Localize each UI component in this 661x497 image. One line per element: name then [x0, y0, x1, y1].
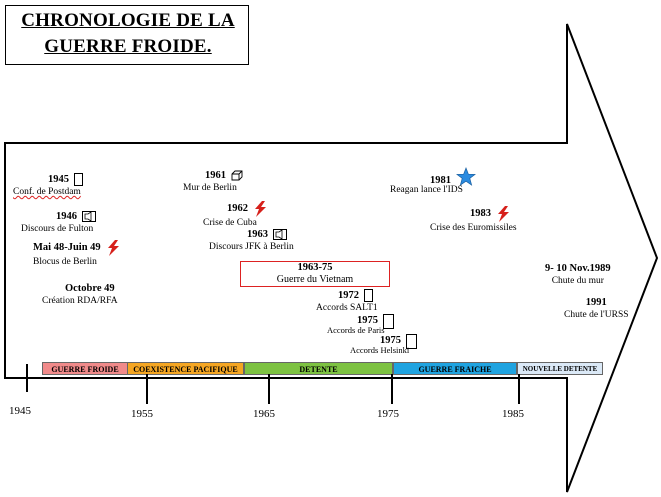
event-label: Mur de Berlin	[183, 183, 237, 193]
event-year: 1983	[470, 208, 491, 220]
star-icon	[456, 167, 477, 187]
axis-year-label: 1965	[253, 408, 275, 420]
axis-tick	[518, 374, 520, 404]
lightning-icon	[498, 206, 510, 222]
event-label: Chute de l'URSS	[564, 310, 629, 320]
event-label: Accords SALT1	[316, 303, 378, 313]
event-1991: 1991 Chute de l'URSS	[564, 297, 629, 321]
event-year: 1962	[227, 203, 248, 215]
event-year: 1945	[48, 173, 69, 185]
event-1981: 1981 Reagan lance l'IDS	[390, 167, 477, 196]
event-year: 1972	[338, 289, 359, 301]
event-1949: Octobre 49 Création RDA/RFA	[42, 283, 118, 307]
event-year: 1963-75	[297, 262, 333, 273]
event-1961: 1961 Mur de Berlin	[183, 170, 243, 194]
event-1989: 9- 10 Nov.1989 Chute du mur	[545, 263, 611, 287]
event-year: 1975	[380, 335, 401, 347]
event-label: Guerre du Vietnam	[276, 274, 354, 285]
axis-year-label: 1945	[9, 405, 31, 417]
event-label: Reagan lance l'IDS	[390, 185, 463, 195]
period-detente: DETENTE	[244, 362, 393, 375]
event-label: Chute du mur	[551, 276, 604, 286]
event-label: Accords Helsinki	[350, 345, 410, 355]
document-icon	[364, 289, 374, 302]
title-line-1: CHRONOLOGIE DE LA	[21, 10, 235, 31]
event-1983: 1983 Crise des Euromissiles	[430, 206, 517, 234]
event-1972: 1972 Accords SALT1	[316, 289, 378, 314]
event-year: 1961	[205, 170, 226, 181]
period-coexistence-pacifique: COEXISTENCE PACIFIQUE	[127, 362, 244, 375]
speech-icon	[273, 229, 288, 241]
event-label: Crise des Euromissiles	[430, 223, 517, 233]
wall-icon	[231, 170, 243, 181]
axis-year-label: 1985	[502, 408, 524, 420]
event-year: 1963	[247, 229, 268, 240]
document-icon	[74, 173, 84, 186]
event-1948: Mai 48-Juin 49 Blocus de Berlin	[33, 240, 120, 268]
event-label: Discours de Fulton	[21, 224, 94, 234]
event-year: 9- 10 Nov.1989	[545, 263, 611, 274]
event-label: Conf. de Postdam	[13, 187, 81, 197]
event-label: Création RDA/RFA	[42, 296, 118, 306]
event-label: Discours JFK à Berlin	[209, 242, 294, 252]
event-label: Crise de Cuba	[203, 218, 257, 228]
axis-tick	[391, 374, 393, 404]
title-box: CHRONOLOGIE DE LA GUERRE FROIDE.	[5, 5, 249, 65]
event-1963: 1963 Discours JFK à Berlin	[209, 229, 294, 253]
document-icon	[383, 314, 395, 329]
axis-tick	[146, 374, 148, 404]
event-year: Mai 48-Juin 49	[33, 242, 101, 254]
event-year: Octobre 49	[64, 283, 115, 294]
event-year: 1991	[585, 297, 607, 308]
event-year: 1981	[430, 175, 451, 186]
axis-year-label: 1955	[131, 408, 153, 420]
event-1975b: 1975 Accords Helsinki	[350, 334, 418, 355]
event-1946: 1946 Discours de Fulton	[21, 211, 97, 235]
event-label: Accords de Paris	[327, 325, 385, 335]
document-icon	[406, 334, 418, 349]
period-nouvelle-detente: NOUVELLE DETENTE	[517, 362, 603, 375]
vietnam-war-box: 1963-75 Guerre du Vietnam	[240, 261, 390, 287]
axis-tick	[268, 374, 270, 404]
event-label: Blocus de Berlin	[33, 257, 97, 267]
speech-icon	[82, 211, 97, 223]
period-guerre-fraiche: GUERRE FRAICHE	[393, 362, 517, 375]
lightning-icon	[108, 240, 120, 256]
title-line-2: GUERRE FROIDE.	[44, 36, 212, 57]
period-guerre-froide: GUERRE FROIDE	[42, 362, 128, 375]
event-1975a: 1975 Accords de Paris	[327, 314, 395, 335]
axis-year-label: 1975	[377, 408, 399, 420]
axis-tick	[26, 364, 28, 392]
event-year: 1975	[357, 315, 378, 327]
event-year: 1946	[56, 211, 77, 222]
event-1945: 1945 Conf. de Postdam	[13, 173, 84, 198]
lightning-icon	[255, 201, 267, 217]
event-1962: 1962 Crise de Cuba	[203, 201, 267, 229]
